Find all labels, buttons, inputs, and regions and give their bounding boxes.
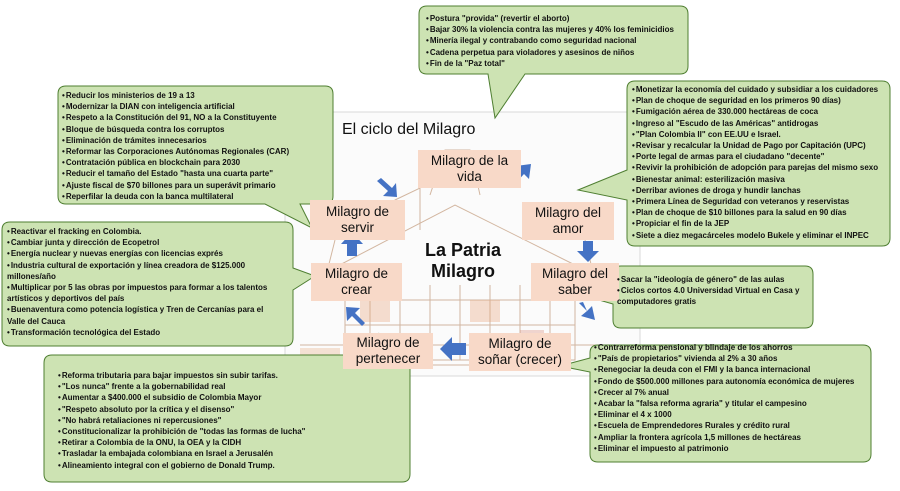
bubble-item: Ajuste fiscal de $70 billones para un su… (62, 180, 330, 191)
bubble-item: Sacar la "ideología de género" de las au… (617, 274, 807, 285)
bubble-item: "Los nunca" frente a la gobernabilidad r… (58, 381, 403, 392)
arrow-servir-to-vida (377, 178, 397, 197)
bubble-item: "Respeto absoluto por la crítica y el di… (58, 404, 403, 415)
bubble-item: Reactivar el fracking en Colombia. (7, 226, 275, 237)
bubble-item: Energía nuclear y nuevas energías con li… (7, 248, 275, 259)
bubble-item: Minería ilegal y contrabando como seguri… (426, 35, 684, 46)
bubble-pertenecer-text: Reforma tributaria para bajar impuestos … (58, 370, 403, 471)
node-saber[interactable]: Milagro del saber (531, 263, 619, 301)
bubble-item: Ampliar la frontera agrícola 1,5 millone… (594, 432, 869, 443)
bubble-item: Industria cultural de exportación y líne… (7, 260, 275, 282)
bubble-item: Postura "provida" (revertir el aborto) (426, 13, 684, 24)
bubble-item: Eliminación de trámites innecesarios (62, 135, 330, 146)
node-crear[interactable]: Milagro de crear (311, 263, 402, 301)
bubble-item: Fin de la "Paz total" (426, 58, 684, 69)
arrow-amor-to-saber (577, 241, 599, 262)
bubble-item: Derribar aviones de droga y hundir lanch… (632, 185, 888, 196)
bubble-item: Porte legal de armas para el ciudadano "… (632, 151, 888, 162)
bubble-item: Aumentar a $400.000 el subsidio de Colom… (58, 392, 403, 403)
bubble-item: Renegociar la deuda con el FMI y la banc… (594, 364, 869, 375)
bubble-item: Buenaventura como potencia logística y T… (7, 304, 275, 326)
bubble-item: Transformación tecnológica del Estado (7, 327, 275, 338)
bubble-item: Primera Línea de Seguridad con veteranos… (632, 196, 888, 207)
bubble-item: Siete a diez megacárceles modelo Bukele … (632, 230, 888, 241)
bubble-item: "No habrá retaliaciones ni repercusiones… (58, 415, 403, 426)
bubble-item: Reducir el tamaño del Estado "hasta una … (62, 168, 330, 179)
bubble-item: Bloque de búsqueda contra los corruptos (62, 124, 330, 135)
node-pertenecer[interactable]: Milagro de pertenecer (343, 333, 433, 369)
bubble-item: Alineamiento integral con el gobierno de… (58, 460, 403, 471)
bubble-crear-text: Reactivar el fracking en Colombia.Cambia… (7, 226, 275, 338)
bubble-item: "Plan Colombia II" con EE.UU e Israel. (632, 129, 888, 140)
bubble-item: Propiciar el fin de la JEP (632, 218, 888, 229)
bubble-item: Fondo de $500.000 millones para autonomí… (594, 376, 869, 387)
bubble-item: Cadena perpetua para violadores y asesin… (426, 47, 684, 58)
bubble-item: Acabar la "falsa reforma agraria" y titu… (594, 398, 869, 409)
bubble-item: Crecer al 7% anual (594, 387, 869, 398)
bubble-vida-text: Postura "provida" (revertir el aborto)Ba… (426, 13, 684, 69)
bubble-item: Eliminar el 4 x 1000 (594, 409, 869, 420)
bubble-item: Modernizar la DIAN con inteligencia arti… (62, 101, 330, 112)
bubble-saber-text: Sacar la "ideología de género" de las au… (617, 274, 807, 308)
bubble-item: Plan de choque de seguridad en los prime… (632, 95, 888, 106)
bubble-item: Reformar las Corporaciones Autónomas Reg… (62, 146, 330, 157)
bubble-item: Cambiar junta y dirección de Ecopetrol (7, 237, 275, 248)
bubble-item: Revisar y recalcular la Unidad de Pago p… (632, 140, 888, 151)
bubble-item: Escuela de Emprendedores Rurales y crédi… (594, 420, 869, 431)
bubble-item: Reducir los ministerios de 19 a 13 (62, 90, 330, 101)
bubble-item: Eliminar el impuesto al patrimonio (594, 443, 869, 454)
bubble-item: Respeto a la Constitución del 91, NO a l… (62, 112, 330, 123)
bubble-item: Revivir la prohibición de adopción para … (632, 162, 888, 173)
bubble-item: Contratación pública en blockchain para … (62, 157, 330, 168)
bubble-item: Plan de choque de $10 billones para la s… (632, 207, 888, 218)
node-servir[interactable]: Milagro de servir (310, 200, 405, 240)
bubble-amor-text: Monetizar la economía del cuidado y subs… (632, 84, 888, 241)
bubble-item: Trasladar la embajada colombiana en Isra… (58, 448, 403, 459)
bubble-item: Multiplicar por 5 las obras por impuesto… (7, 282, 275, 304)
bubble-item: Bienestar animal: esterilización masiva (632, 174, 888, 185)
bubble-sonar-text: Contrarreforma pensional y blindaje de l… (594, 342, 869, 454)
bubble-item: Constitucionalizar la prohibición de "to… (58, 426, 403, 437)
bubble-item: Reperfilar la deuda con la banca multila… (62, 191, 330, 202)
node-amor[interactable]: Milagro del amor (522, 202, 614, 240)
bubble-servir-text: Reducir los ministerios de 19 a 13Modern… (62, 90, 330, 202)
bubble-item: Monetizar la economía del cuidado y subs… (632, 84, 888, 95)
bubble-item: "País de propietarios" vivienda al 2% a … (594, 353, 869, 364)
diagram-title: El ciclo del Milagro (342, 121, 476, 138)
bubble-item: Bajar 30% la violencia contra las mujere… (426, 24, 684, 35)
bubble-item: Ciclos cortos 4.0 Universidad Virtual en… (617, 285, 807, 307)
arrow-saber-to-sonar (579, 302, 595, 320)
bubble-item: Contrarreforma pensional y blindaje de l… (594, 342, 869, 353)
node-sonar[interactable]: Milagro de soñar (crecer) (469, 333, 571, 371)
node-vida[interactable]: Milagro de la vida (418, 150, 521, 188)
center-label: La Patria Milagro (424, 240, 502, 281)
bubble-item: Ingreso al "Escudo de las Américas" anti… (632, 118, 888, 129)
bubble-item: Fumigación aérea de 330.000 hectáreas de… (632, 106, 888, 117)
bubble-item: Retirar a Colombia de la ONU, la OEA y l… (58, 437, 403, 448)
arrow-pertenecer-to-crear (346, 307, 365, 326)
arrow-sonar-to-pertenecer (440, 337, 466, 361)
bubble-item: Reforma tributaria para bajar impuestos … (58, 370, 403, 381)
